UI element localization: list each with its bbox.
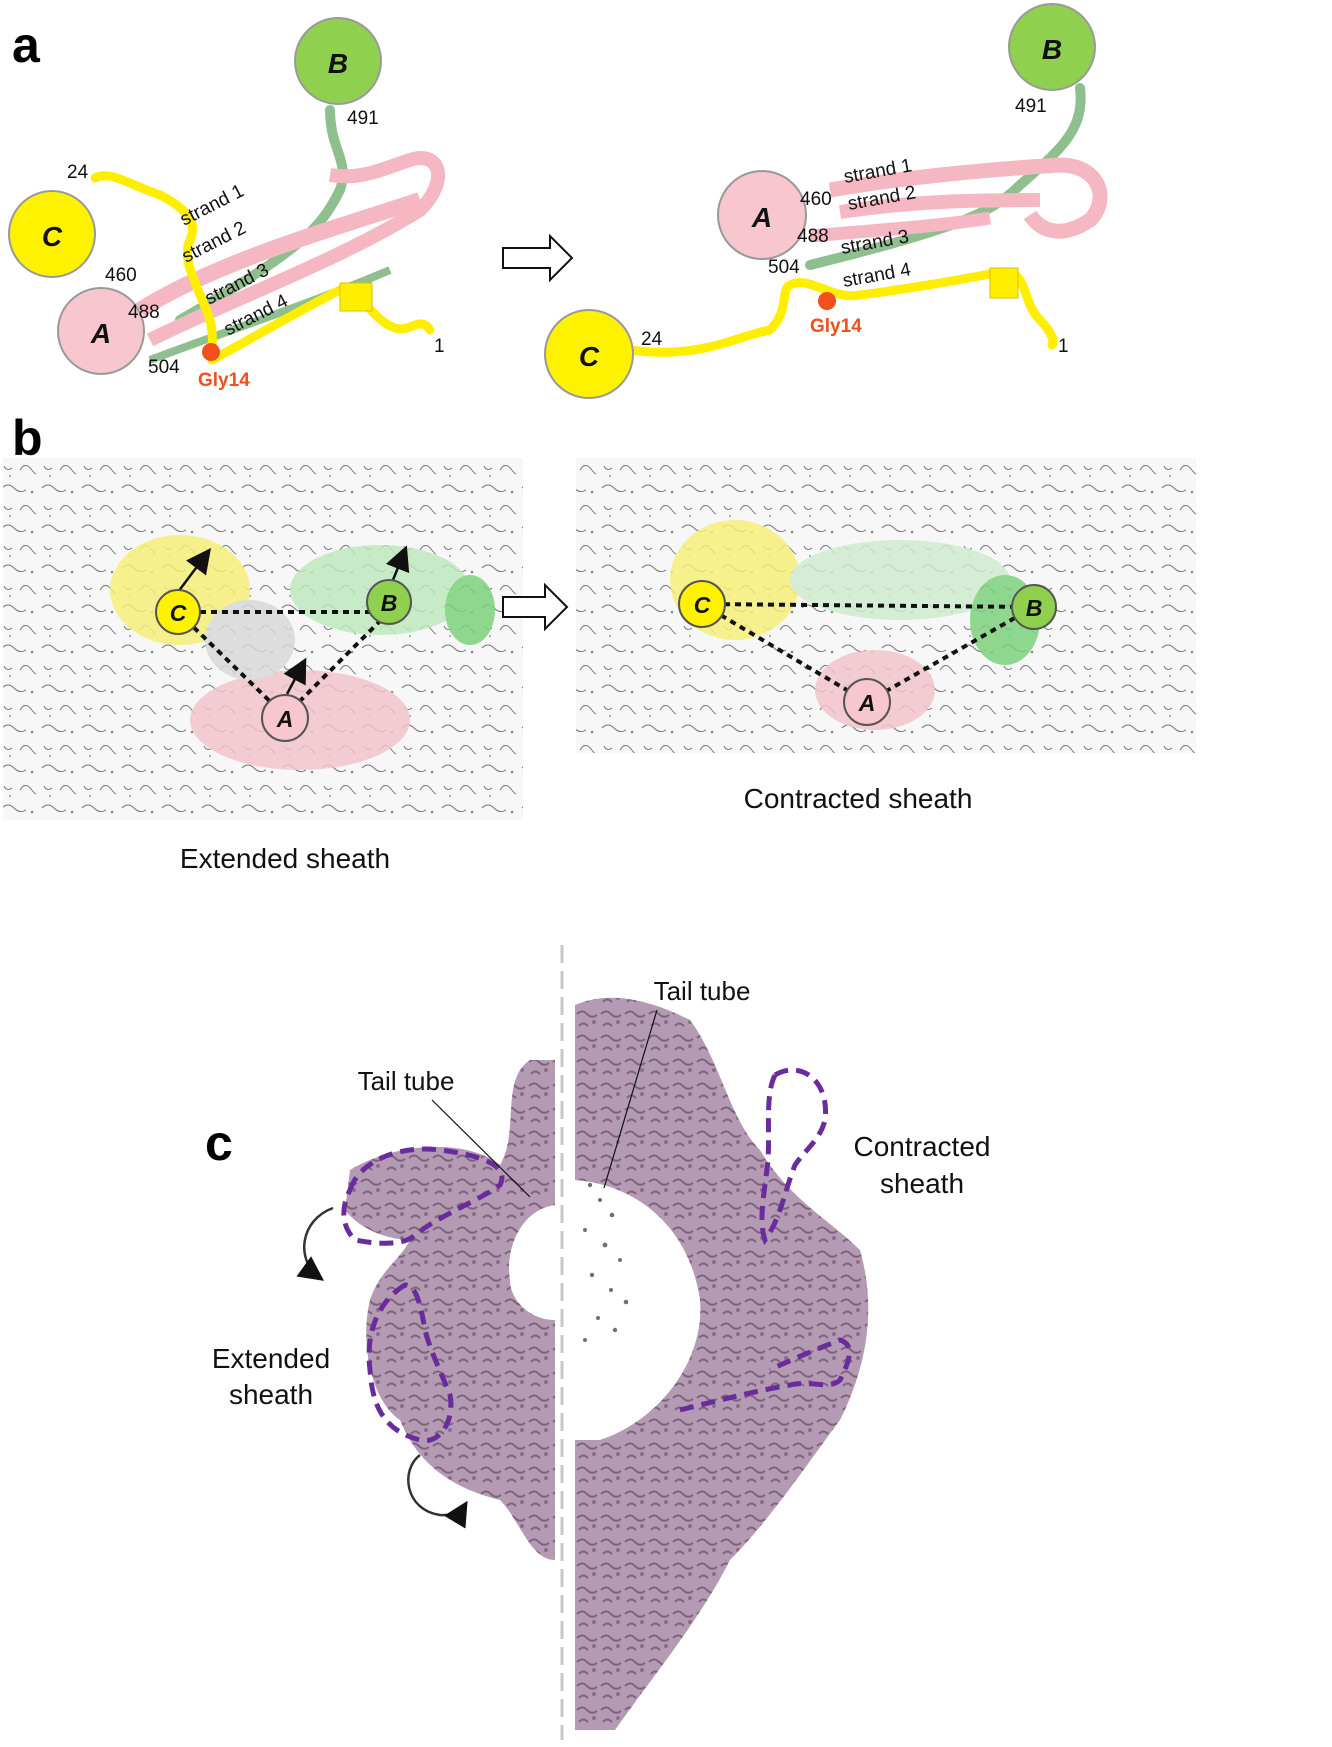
- con-domain-c-circle: [678, 580, 726, 628]
- residue-504: 504: [148, 357, 180, 378]
- domain-b-circle-a-right: [1008, 3, 1096, 91]
- transition-arrow-b: [502, 582, 569, 632]
- extended-sheath-label-line2: sheath: [229, 1379, 313, 1410]
- tail-tube-dots: [583, 1182, 629, 1342]
- contracted-outline-top: [759, 1067, 829, 1246]
- extended-outline-bottom: [366, 1282, 454, 1444]
- domain-b-circle-a-left: [294, 17, 382, 105]
- tail-tube-leader-right: [603, 1009, 658, 1189]
- extended-sheath-caption: Extended sheath: [180, 843, 390, 874]
- residue-460: 460: [105, 265, 137, 286]
- domain-b-label: B: [328, 48, 348, 79]
- tail-tube-label-left: Tail tube: [358, 1066, 455, 1096]
- gly14-marker-right: [818, 292, 836, 310]
- domain-b-label-right: B: [1042, 34, 1062, 65]
- residue-491-right: 491: [1015, 96, 1047, 117]
- contracted-density: [575, 997, 869, 1730]
- residue-488: 488: [128, 302, 160, 323]
- con-domain-c-label: C: [694, 592, 711, 618]
- domain-c-circle-a-left: [8, 190, 96, 278]
- tail-tube-label-right: Tail tube: [654, 976, 751, 1006]
- con-domain-b-label: B: [1026, 595, 1043, 621]
- ext-domain-a-circle: [261, 694, 309, 742]
- transition-arrow-a: [502, 233, 574, 283]
- extended-sheath-label-line1: Extended: [212, 1343, 330, 1374]
- contracted-triangle: [700, 602, 1035, 704]
- residue-24-right: 24: [641, 329, 663, 350]
- extended-triangle: [176, 610, 391, 718]
- panel-c-label: c: [205, 1115, 233, 1171]
- extended-density: [345, 1060, 555, 1560]
- residue-1: 1: [434, 336, 445, 357]
- domain-a-circle-a-left: [57, 287, 145, 375]
- domain-c-circle-a-right: [544, 309, 634, 399]
- extended-outline-top: [341, 1146, 505, 1246]
- domain-c-label-right: C: [579, 341, 600, 372]
- contracted-sheath-caption: Contracted sheath: [744, 783, 973, 814]
- residue-491: 491: [347, 108, 379, 129]
- domain-a-label: A: [90, 318, 111, 349]
- con-domain-a-circle: [843, 678, 891, 726]
- panel-b-label: b: [12, 410, 43, 466]
- domain-a-label-right: A: [751, 202, 772, 233]
- ext-domain-b-label: B: [381, 590, 398, 616]
- residue-1-right: 1: [1058, 336, 1069, 357]
- rotation-arrow-top: [296, 1206, 334, 1281]
- gly14-marker: [202, 343, 220, 361]
- panel-a-label: a: [12, 17, 41, 73]
- contracted-sheath-label-line1: Contracted: [854, 1131, 991, 1162]
- tail-tube-leader-left: [431, 1099, 531, 1198]
- contracted-outline-bottom: [679, 1337, 852, 1413]
- gly14-label: Gly14: [198, 370, 250, 391]
- residue-24: 24: [67, 162, 89, 183]
- rotation-arrow-bottom: [407, 1454, 468, 1529]
- ext-domain-c-circle: [155, 589, 201, 635]
- residue-488-right: 488: [797, 226, 829, 247]
- ext-domain-c-label: C: [170, 600, 187, 626]
- residue-504-right: 504: [768, 257, 800, 278]
- domain-a-circle-a-right: [717, 170, 807, 260]
- panel-a-right-structure: [625, 83, 1108, 357]
- con-domain-a-label: A: [858, 690, 876, 716]
- gly14-label-right: Gly14: [810, 316, 862, 337]
- domain-c-label: C: [42, 221, 63, 252]
- ext-domain-a-label: A: [276, 706, 294, 732]
- ext-domain-b-circle: [366, 579, 412, 625]
- residue-460-right: 460: [800, 189, 832, 210]
- con-domain-b-circle: [1011, 584, 1057, 630]
- contracted-sheath-label-line2: sheath: [880, 1168, 964, 1199]
